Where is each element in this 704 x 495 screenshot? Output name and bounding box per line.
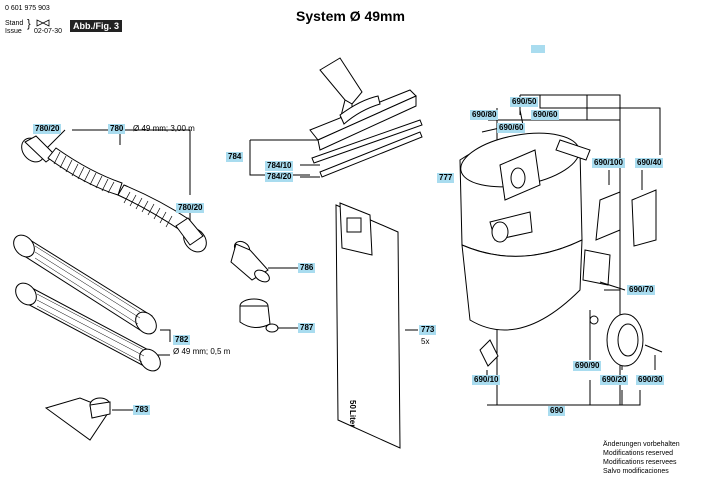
- stand-label: Stand: [5, 20, 24, 27]
- footer-line-2: Modifications reserved: [603, 450, 674, 457]
- callout-690-50: 690/50: [510, 97, 539, 107]
- callout-773: 773: [419, 325, 437, 335]
- brace-icon: }: [27, 18, 31, 30]
- doc-number: 0 601 975 903: [5, 5, 50, 12]
- quantity-773: 5x: [421, 337, 430, 346]
- callout-782: 782: [173, 335, 191, 345]
- callout-787: 787: [298, 323, 316, 333]
- callout-780: 780: [108, 124, 126, 134]
- color-marker: [531, 45, 545, 53]
- callout-780-20-lower: 780/20: [176, 203, 205, 213]
- date-marker-icon: [36, 19, 50, 27]
- callout-784: 784: [226, 152, 244, 162]
- callout-690-70: 690/70: [627, 285, 656, 295]
- callout-780-20-upper: 780/20: [33, 124, 62, 134]
- spec-780: Ø 49 mm; 3,00 m: [133, 124, 195, 133]
- footer-line-3: Modifications reservees: [603, 459, 677, 466]
- callout-784-20: 784/20: [265, 172, 294, 182]
- footer-line-4: Salvo modificaciones: [603, 468, 669, 475]
- bag-liters: 50: [348, 400, 357, 409]
- bag-unit: Liter: [348, 410, 357, 428]
- callout-783: 783: [133, 405, 151, 415]
- callout-784-10: 784/10: [265, 161, 294, 171]
- callout-690-10: 690/10: [472, 375, 501, 385]
- figure-label: Abb./Fig. 3: [70, 20, 122, 32]
- callout-690-20: 690/20: [600, 375, 629, 385]
- page-title: System Ø 49mm: [296, 8, 405, 24]
- spec-782: Ø 49 mm; 0,5 m: [173, 347, 231, 356]
- callout-786: 786: [298, 263, 316, 273]
- callout-690-80: 690/80: [470, 110, 499, 120]
- callout-690-90: 690/90: [573, 361, 602, 371]
- issue-label: Issue: [5, 28, 22, 35]
- callout-690-60-right: 690/60: [531, 110, 560, 120]
- issue-date: 02-07-30: [34, 28, 63, 35]
- callout-690-100: 690/100: [592, 158, 625, 168]
- callout-690-30: 690/30: [636, 375, 665, 385]
- callout-777: 777: [437, 173, 455, 183]
- callout-690-60-left: 690/60: [497, 123, 526, 133]
- callout-690: 690: [548, 406, 566, 416]
- callout-690-40: 690/40: [635, 158, 664, 168]
- footer-line-1: Änderungen vorbehalten: [603, 441, 680, 448]
